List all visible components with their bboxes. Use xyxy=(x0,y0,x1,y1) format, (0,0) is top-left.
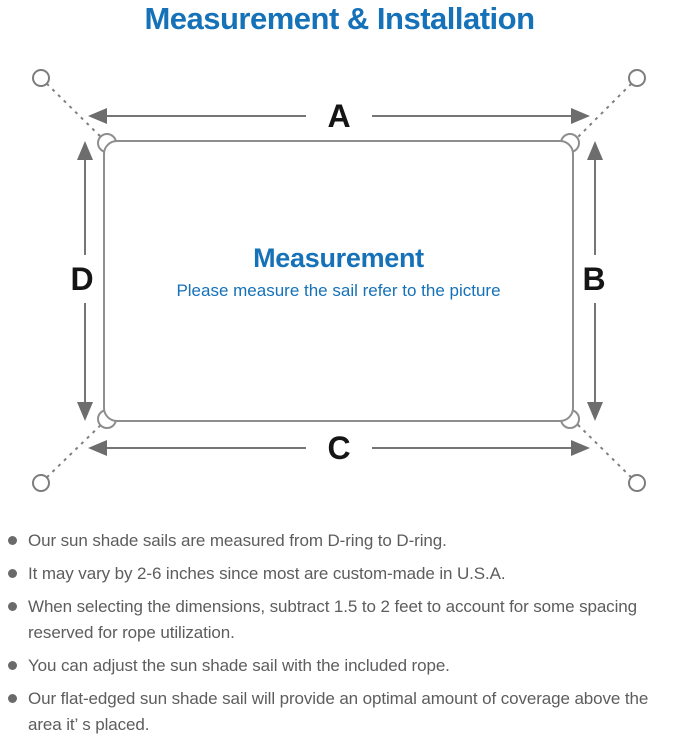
bullet-dot-icon xyxy=(8,536,17,545)
arrowhead-a-left xyxy=(88,108,107,124)
anchor-point-icon-top-left xyxy=(32,69,50,87)
list-item: Our sun shade sails are measured from D-… xyxy=(8,528,673,554)
rope-bottom-left xyxy=(40,417,109,484)
list-item: Our flat-edged sun shade sail will provi… xyxy=(8,686,673,738)
d-ring-icon-bottom-left xyxy=(97,409,117,429)
note-text: Our sun shade sails are measured from D-… xyxy=(28,531,447,550)
d-ring-icon-top-right xyxy=(560,133,580,153)
dimension-label-a: A xyxy=(327,98,350,134)
dimension-label-d: D xyxy=(70,261,93,297)
measurement-note-subheading: Please measure the sail refer to the pic… xyxy=(176,281,501,300)
rope-top-right xyxy=(570,77,638,145)
arrowhead-c-right xyxy=(571,440,590,456)
arrowhead-d-down xyxy=(77,402,93,421)
page-title: Measurement & Installation xyxy=(144,1,535,36)
arrowhead-b-up xyxy=(587,141,603,160)
bullet-dot-icon xyxy=(8,694,17,703)
note-text: When selecting the dimensions, subtract … xyxy=(28,597,637,642)
note-text: Our flat-edged sun shade sail will provi… xyxy=(28,689,649,734)
list-item: It may vary by 2-6 inches since most are… xyxy=(8,561,673,587)
bullet-dot-icon xyxy=(8,602,17,611)
notes-list: Our sun shade sails are measured from D-… xyxy=(8,528,673,745)
arrowhead-c-left xyxy=(88,440,107,456)
arrowhead-d-up xyxy=(77,141,93,160)
anchor-point-icon-bottom-left xyxy=(32,474,50,492)
measurement-note: Measurement Please measure the sail refe… xyxy=(103,243,574,301)
list-item: You can adjust the sun shade sail with t… xyxy=(8,653,673,679)
dimension-label-c: C xyxy=(327,430,350,466)
arrowhead-b-down xyxy=(587,402,603,421)
d-ring-icon-top-left xyxy=(97,133,117,153)
bullet-dot-icon xyxy=(8,569,17,578)
rope-bottom-right xyxy=(570,417,638,484)
bullet-dot-icon xyxy=(8,661,17,670)
measurement-note-heading: Measurement xyxy=(253,243,424,273)
note-text: It may vary by 2-6 inches since most are… xyxy=(28,564,506,583)
rope-top-left xyxy=(40,77,109,145)
arrowhead-a-right xyxy=(571,108,590,124)
dimension-label-b: B xyxy=(582,261,605,297)
note-text: You can adjust the sun shade sail with t… xyxy=(28,656,450,675)
anchor-point-icon-bottom-right xyxy=(628,474,646,492)
anchor-point-icon-top-right xyxy=(628,69,646,87)
list-item: When selecting the dimensions, subtract … xyxy=(8,594,673,646)
d-ring-icon-bottom-right xyxy=(560,409,580,429)
